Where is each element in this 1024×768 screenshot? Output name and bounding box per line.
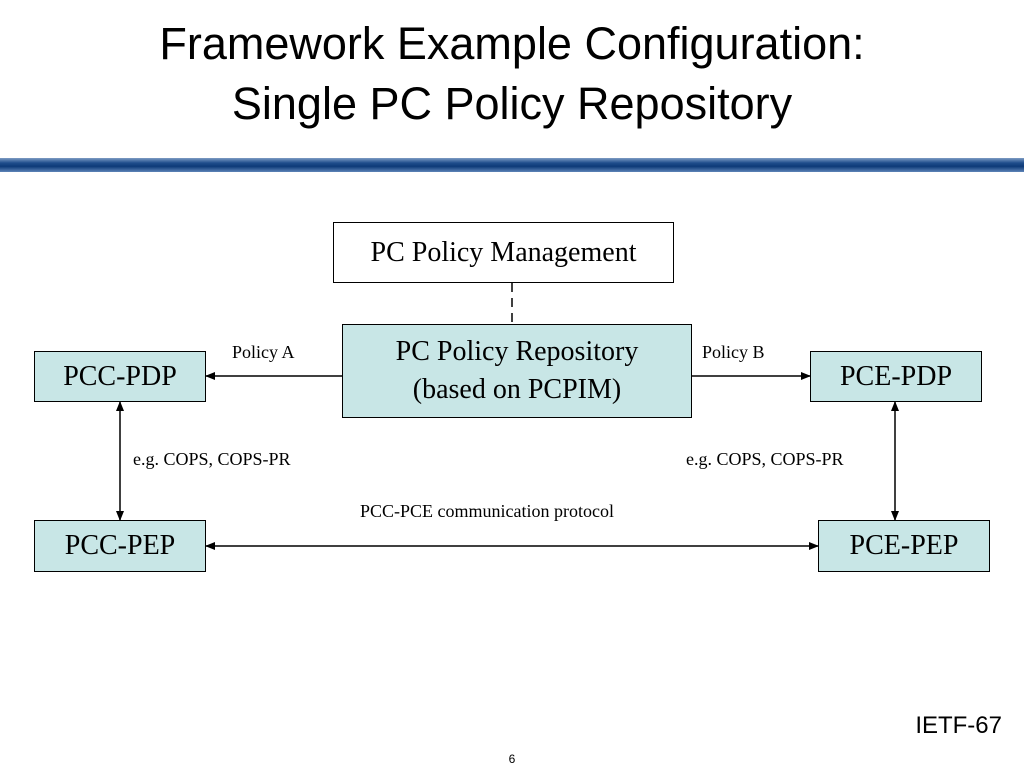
pc-policy-management-box: PC Policy Management [333,222,674,283]
pc-policy-repository-label: PC Policy Repository [395,336,639,367]
pce-pep-label: PCE-PEP [849,530,959,561]
pep-protocol-label: PCC-PCE communication protocol [360,501,614,521]
pcc-pdp-label: PCC-PDP [63,360,177,392]
policy-b-label: Policy B [702,342,765,362]
pcc-cops-label: e.g. COPS, COPS-PR [133,449,291,469]
pcc-pdp-box: PCC-PDP [34,351,206,402]
pce-pdp-label: PCE-PDP [839,360,953,392]
header-band [0,158,1024,172]
slide-title: Framework Example Configuration: Single … [0,14,1024,134]
pce-pdp-box: PCE-PDP [810,351,982,402]
pce-cops-label: e.g. COPS, COPS-PR [686,449,844,469]
pcc-pep-label: PCC-PEP [64,530,176,561]
pc-policy-repository-box: PC Policy Repository (based on PCPIM) [342,324,692,418]
policy-a-label: Policy A [232,342,295,362]
slide-title-line-1: Framework Example Configuration: [159,18,865,69]
pc-policy-management-label: PC Policy Management [370,236,637,268]
slide-title-line-2: Single PC Policy Repository [231,78,793,129]
pcc-pep-box: PCC-PEP [34,520,206,572]
pce-pep-box: PCE-PEP [818,520,990,572]
page-number: 6 [508,752,516,766]
pc-policy-repository-sublabel: (based on PCPIM) [412,374,622,405]
footer-label: IETF-67 [915,712,1002,739]
